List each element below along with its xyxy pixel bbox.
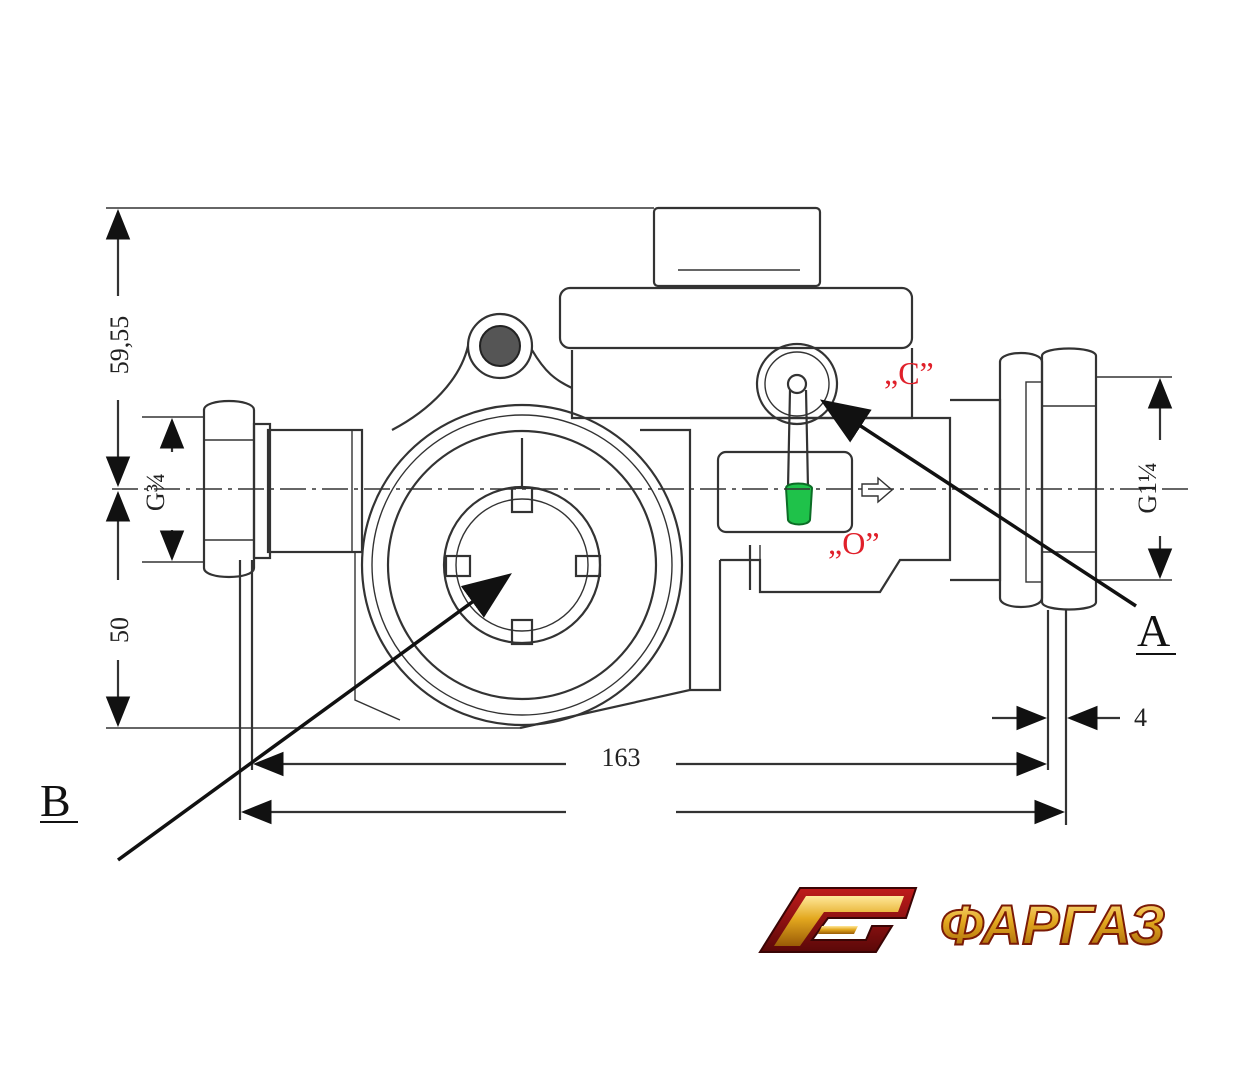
callout-a-label: A xyxy=(1137,605,1170,656)
height-bottom-label: 50 xyxy=(105,617,134,643)
valve-body xyxy=(266,206,1002,730)
height-dimension: 59,55 50 xyxy=(105,207,654,729)
closed-position-label: „C” xyxy=(884,355,934,391)
gap-dimension: 4 xyxy=(992,703,1147,732)
callout-b: B xyxy=(40,573,512,862)
left-nut xyxy=(202,400,272,820)
gap-label: 4 xyxy=(1134,703,1147,732)
lever-handle xyxy=(755,342,894,526)
height-top-label: 59,55 xyxy=(105,316,134,375)
length-inner-label: 163 xyxy=(602,743,641,772)
length-dimension: 163 xyxy=(240,743,1066,825)
brand-name: ФАРГАЗ xyxy=(940,893,1165,956)
right-nut xyxy=(998,347,1098,825)
open-position-label: „O” xyxy=(828,525,880,561)
callout-a: A xyxy=(819,399,1176,656)
right-thread-dimension: G1¼ xyxy=(1096,376,1173,581)
thread-left-label: G¾ xyxy=(141,473,170,511)
left-thread-dimension: G¾ xyxy=(141,416,204,563)
dial-assembly xyxy=(360,403,684,727)
thread-right-label: G1¼ xyxy=(1133,462,1162,513)
brand-logo xyxy=(758,887,918,953)
callout-b-label: B xyxy=(40,775,71,826)
